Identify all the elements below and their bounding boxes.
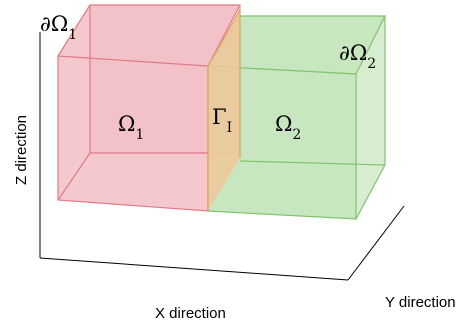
domain-2-top-face: [208, 16, 385, 74]
x-axis-line: [39, 257, 349, 281]
domain-1-top-face: [58, 5, 240, 66]
interface-label: ΓI: [212, 105, 232, 136]
domain-2-label: Ω2: [275, 112, 301, 143]
domain-1-label: Ω1: [118, 112, 144, 143]
boundary-2-label: ∂Ω2: [339, 41, 376, 72]
domain-1-back-face: [90, 5, 240, 153]
axis-frame: [39, 32, 405, 281]
z-axis-label: Z direction: [13, 115, 30, 185]
domain-1-front-face: [58, 56, 208, 211]
x-axis-label: X direction: [155, 305, 226, 322]
domain-2-front-face: [208, 66, 356, 219]
y-axis-line: [347, 205, 405, 281]
y-axis-label: Y direction: [385, 294, 456, 311]
domain-2-box: [207, 15, 386, 220]
boundary-1-label: ∂Ω1: [40, 12, 77, 43]
domain-1-box: [57, 4, 241, 212]
interface-plane: [207, 5, 241, 211]
domain-2-right-face: [356, 16, 385, 219]
